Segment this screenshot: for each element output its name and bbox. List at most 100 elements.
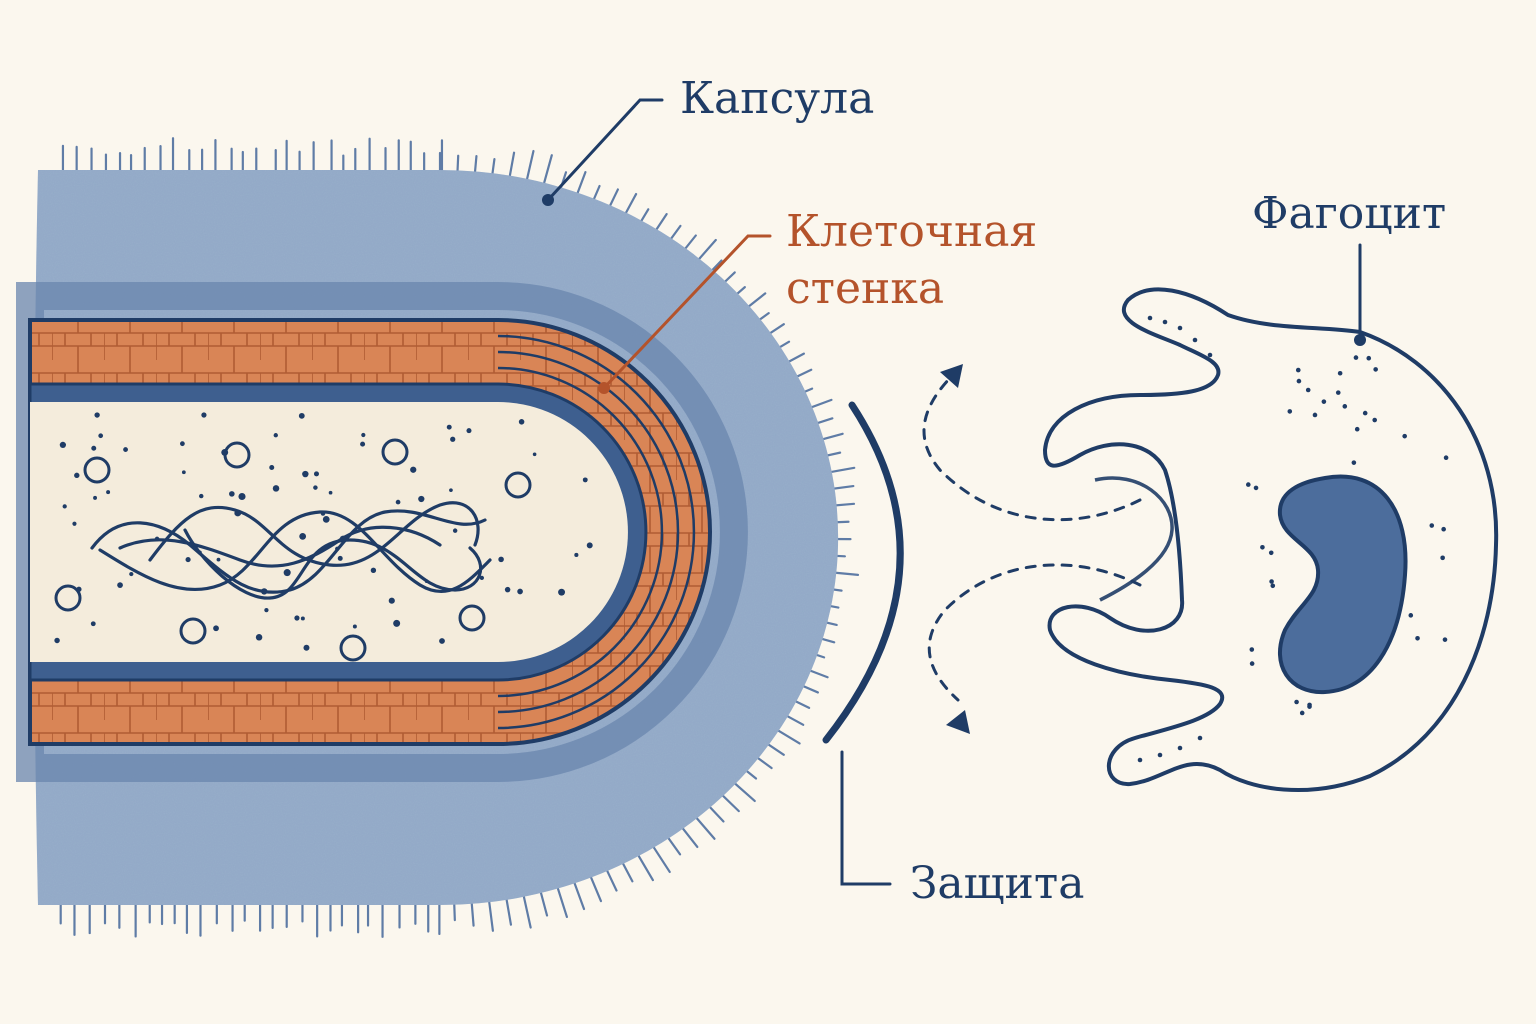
- capsule-leader-line: [546, 98, 664, 202]
- phagocyte-granule: [1157, 752, 1163, 758]
- cytoplasm-granule: [216, 557, 221, 562]
- phagocyte-granule: [1197, 735, 1203, 741]
- phagocyte-granule: [1296, 378, 1302, 384]
- cytoplasm-granule: [370, 567, 377, 574]
- ribosome-ring: [381, 438, 409, 466]
- phagocyte-granule: [1335, 390, 1341, 395]
- capsule-label: Капсула: [680, 73, 874, 124]
- cytoplasm-granule: [352, 624, 357, 629]
- phagocyte-granule: [1354, 426, 1360, 432]
- arrowheads: [940, 364, 970, 734]
- phagocyte-label: Фагоцит: [1252, 188, 1446, 239]
- phagocyte-granule: [1402, 433, 1407, 439]
- cytoplasm-granule: [94, 412, 100, 418]
- phagocyte-granule: [1137, 757, 1143, 763]
- cell-membrane: [28, 382, 648, 682]
- phagocyte-granule: [1147, 315, 1153, 321]
- cytoplasm-granule: [302, 470, 309, 478]
- ribosome-ring: [54, 584, 82, 612]
- phagocyte-granule: [1177, 325, 1183, 331]
- phagocyte-granule: [1362, 410, 1368, 416]
- cytoplasm-granule: [62, 504, 67, 509]
- phagocyte-granule: [1429, 523, 1435, 528]
- cytoplasm-granule: [446, 424, 452, 430]
- bacterium: [16, 137, 860, 938]
- phagocyte-membrane: [1042, 287, 1499, 792]
- cytoplasm-granule: [181, 470, 186, 475]
- cell-wall-leader-line: [602, 234, 772, 390]
- phagocyte-granule: [1440, 555, 1445, 561]
- cell-wall-label-line1: Клеточная: [786, 206, 1037, 257]
- phagocyte-granule: [1441, 526, 1446, 532]
- phagocyte-granule: [1269, 579, 1274, 584]
- phagocyte-granule: [1177, 745, 1183, 751]
- phagocyte-leader-dot: [1354, 334, 1366, 346]
- cytoplasm-granule: [450, 436, 456, 442]
- phagocyte-granule: [1249, 661, 1255, 666]
- cytoplasm-granule: [199, 493, 204, 499]
- phagocyte-nucleus: [1277, 474, 1408, 695]
- phagocyte-granule: [1373, 367, 1378, 372]
- phagocyte-granule: [1287, 409, 1293, 414]
- cytoplasm-granule: [517, 588, 523, 595]
- phagocyte-granule: [1270, 583, 1276, 589]
- capsule-leader-dot: [542, 194, 554, 206]
- cytoplasm-granule: [582, 477, 588, 483]
- phagocyte-granule: [1443, 455, 1449, 461]
- cytoplasm-granule: [303, 644, 310, 651]
- cytoplasm-granule: [395, 499, 401, 505]
- protection-leader-line: [840, 750, 892, 886]
- cell-wall-arc-line-2: [497, 350, 680, 714]
- cytoplasm-granule: [337, 555, 343, 561]
- deflection-arrows: [922, 376, 1142, 702]
- cytoplasm-granule: [313, 485, 318, 490]
- cytoplasm-granule: [98, 433, 104, 439]
- cytoplasm-granule: [283, 569, 291, 577]
- cytoplasm-granule: [586, 542, 593, 549]
- ribosome-ring: [83, 456, 111, 484]
- cell-wall-arc-line-3: [497, 366, 664, 698]
- leader-lines: [542, 98, 1366, 886]
- cytoplasm-granule: [90, 621, 96, 627]
- cytoplasm-granule: [322, 515, 330, 523]
- cytoplasm-granule: [393, 619, 401, 627]
- phagocyte-granule: [1337, 370, 1343, 376]
- cytoplasm-granule: [74, 472, 80, 479]
- cell-wall-label-line2: стенка: [786, 263, 944, 314]
- cytoplasm-granule: [388, 597, 395, 604]
- cytoplasm-granule: [129, 571, 134, 577]
- phagocyte-granule: [1351, 460, 1357, 465]
- phagocyte-granule: [1268, 550, 1274, 556]
- cytoplasm-granule: [452, 528, 458, 533]
- cytoplasm-granule: [213, 625, 219, 632]
- cytoplasm-granule: [504, 586, 511, 593]
- cytoplasm-granule: [479, 575, 485, 581]
- cytoplasm-granule: [300, 616, 305, 621]
- shield-arc: [822, 401, 904, 744]
- cytoplasm-granule: [361, 432, 366, 438]
- ribosome-ring: [504, 471, 532, 499]
- cytoplasm-granule: [229, 491, 235, 497]
- ribosome-ring: [223, 441, 251, 469]
- cytoplasm-granule: [272, 485, 280, 492]
- cytoplasm-granule: [93, 495, 97, 500]
- arrowhead-lower: [946, 710, 970, 734]
- cytoplasm-granule: [185, 557, 191, 563]
- ribosome-ring: [458, 604, 486, 632]
- deflect-arrow-upper: [922, 376, 1142, 522]
- cytoplasm-granule: [180, 441, 185, 447]
- phagocyte-granule: [1207, 352, 1213, 358]
- cytoplasm-granule: [117, 582, 123, 588]
- cytoplasm-granule: [518, 419, 525, 425]
- cytoplasm-granule: [574, 552, 579, 558]
- protection-shield: [822, 401, 904, 744]
- phagocyte-granule: [1192, 337, 1198, 343]
- cytoplasm-granule: [466, 428, 472, 434]
- phagocyte-granules: [1137, 315, 1449, 763]
- cytoplasm-granule: [123, 447, 128, 452]
- phagocyte-granule: [1294, 699, 1299, 705]
- phagocyte-granule: [1442, 637, 1448, 642]
- cytoplasm-granule: [294, 615, 300, 621]
